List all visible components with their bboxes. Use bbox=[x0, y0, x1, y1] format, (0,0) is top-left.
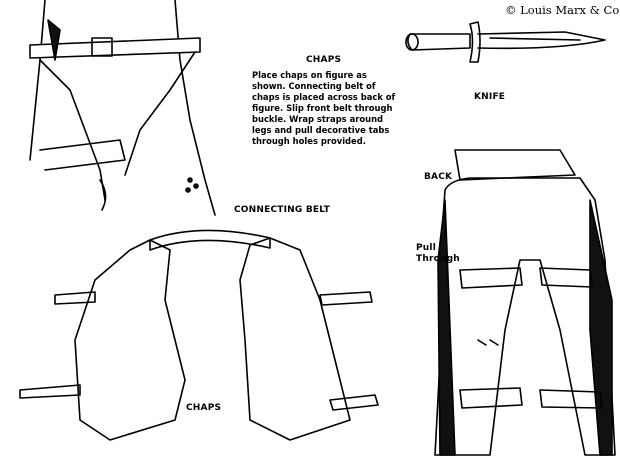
instructions-text: Place chaps on figure as shown. Connecti… bbox=[252, 70, 396, 146]
connecting-belt-label: CONNECTING BELT bbox=[234, 205, 331, 215]
figure-wearing-chaps-illustration bbox=[434, 149, 616, 456]
copyright-notice: © Louis Marx & Co bbox=[505, 3, 620, 17]
instructions-title: CHAPS bbox=[306, 55, 342, 65]
pull-through-label: Pull Through bbox=[416, 243, 460, 264]
knife-illustration bbox=[405, 21, 606, 63]
chaps-label: CHAPS bbox=[186, 403, 222, 413]
chaps-illustration bbox=[19, 229, 379, 441]
waist-figure-illustration bbox=[29, 0, 216, 216]
knife-label: KNIFE bbox=[474, 92, 506, 102]
back-label: BACK bbox=[424, 172, 453, 182]
